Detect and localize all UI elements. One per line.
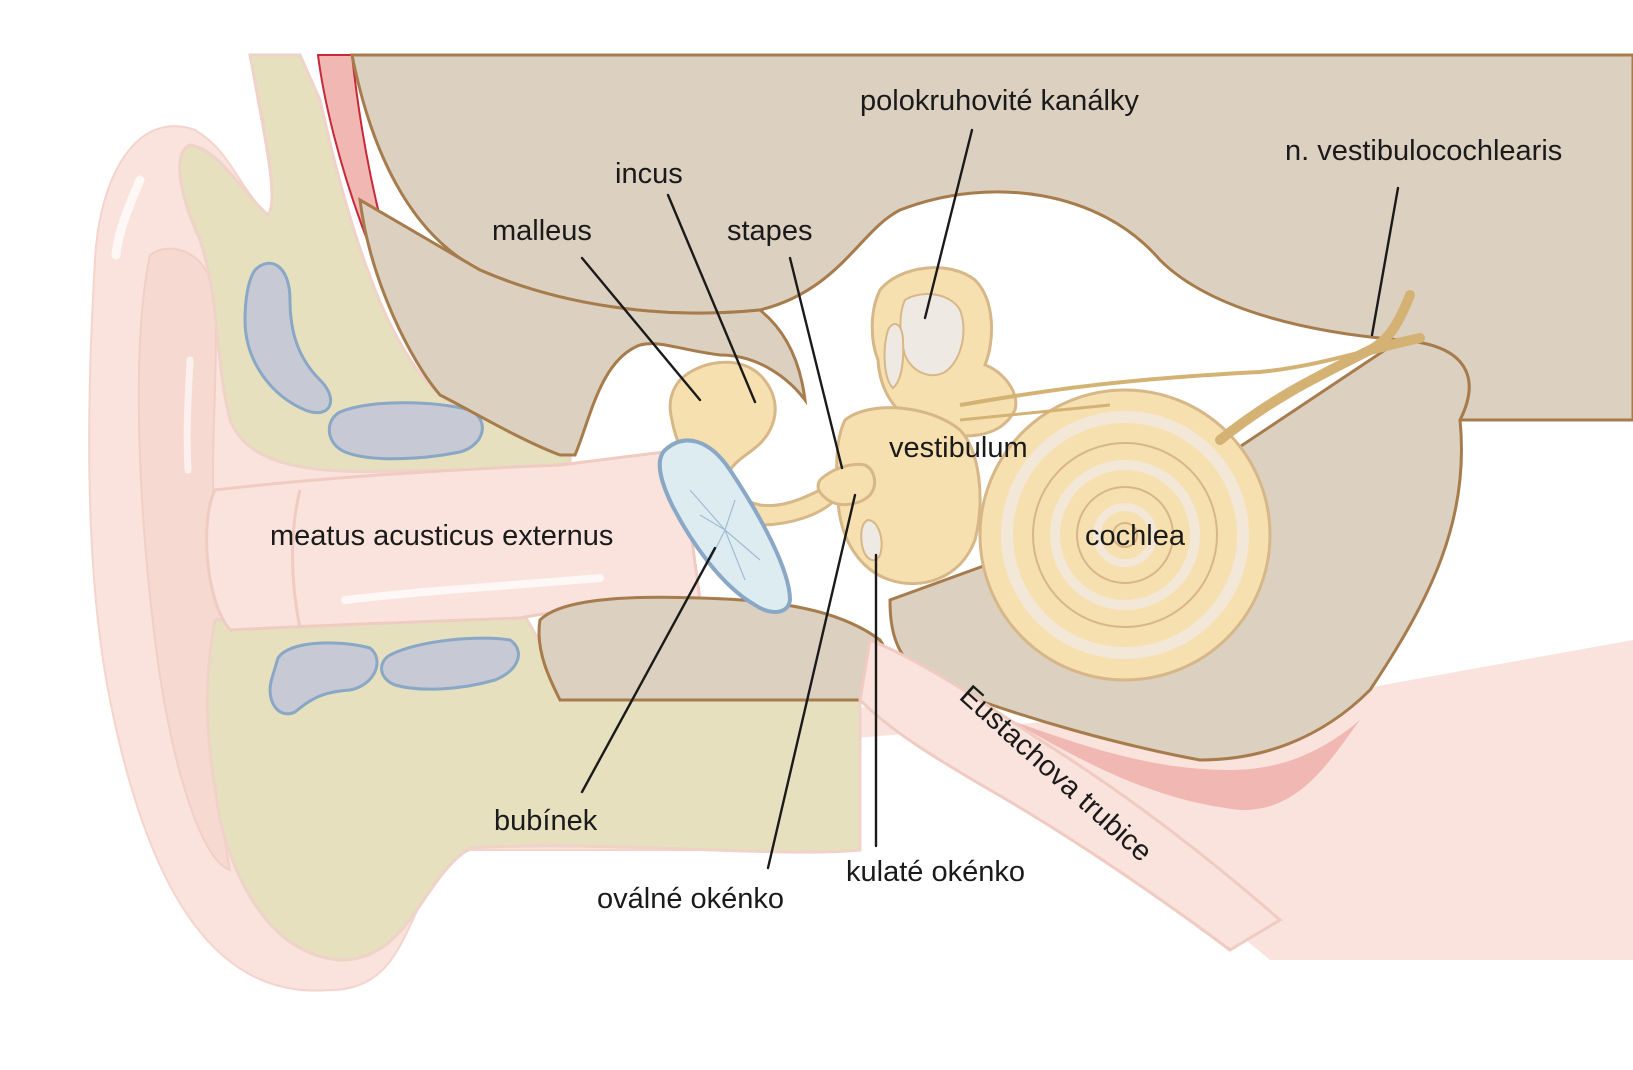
leader-vestibulocochlearis: [1370, 186, 1400, 337]
cochlea-ring-2: [1032, 442, 1218, 628]
leader-stapes: [788, 256, 844, 470]
cartilage-island-2: [327, 401, 484, 461]
label-malleus: malleus: [492, 215, 592, 247]
round-window: [860, 518, 883, 562]
cochlea-ring-3: [1050, 460, 1200, 610]
cochlea-ring-6: [1112, 522, 1138, 548]
label-incus: incus: [615, 158, 683, 190]
leader-malleus: [580, 256, 702, 402]
leader-ovalne: [766, 493, 857, 870]
leader-polokruhovite: [923, 128, 974, 320]
leader-incus: [666, 193, 757, 404]
vestibulocochlear-nerve: [959, 290, 1425, 445]
bone-lower-middle: [537, 595, 888, 702]
leader-lines: [580, 128, 1400, 870]
label-meatus: meatus acusticus externus: [270, 520, 613, 552]
label-polokruhovite-kanalky: polokruhovité kanálky: [860, 85, 1139, 117]
eardrum-rays: [689, 489, 761, 581]
stapes-bone: [816, 462, 877, 507]
label-vestibulocochlearis: n. vestibulocochlearis: [1285, 135, 1562, 167]
label-kulate-okenko: kulaté okénko: [846, 856, 1025, 888]
canal-inner-edge: [291, 489, 302, 629]
cochlea-spiral: [978, 388, 1272, 682]
middle-ear: [657, 360, 877, 614]
mucosa: [1010, 720, 1360, 811]
pinna-highlight-2: [183, 356, 194, 474]
canal-loop-1: [899, 293, 965, 377]
label-cochlea: cochlea: [1085, 520, 1186, 552]
pinna-highlight: [111, 175, 145, 260]
bone-middle-roof: [358, 197, 808, 457]
cartilage-island-4: [380, 636, 520, 691]
nerve-branch-2: [1365, 333, 1425, 355]
inner-ear: [835, 266, 1272, 682]
eustachian-tube: [858, 637, 1283, 952]
label-bubinek: bubínek: [494, 805, 598, 837]
cochlea-ring-1: [1001, 411, 1249, 659]
cartilage-island-3: [268, 641, 379, 716]
tube-body: [858, 637, 1283, 952]
label-stapes: stapes: [727, 215, 812, 247]
label-vestibulum: vestibulum: [889, 432, 1028, 464]
cochlea-ring-4: [1076, 486, 1174, 584]
ear-canal: [205, 448, 702, 632]
label-ovalne-okenko: oválné okénko: [597, 883, 784, 915]
eardrum: [657, 438, 793, 614]
nerve-fibers-2: [959, 403, 1111, 422]
nerve-branch-1: [1215, 290, 1415, 445]
cochlea-ring-5: [1093, 503, 1157, 567]
canal-highlight: [341, 574, 604, 604]
canal-skin: [205, 448, 702, 632]
canal-loop-2: [883, 323, 905, 390]
nerve-fibers-1: [959, 348, 1371, 407]
cochlea-outer: [978, 388, 1272, 682]
leader-bubinek: [580, 546, 717, 794]
cartilage-island-1: [243, 261, 333, 415]
